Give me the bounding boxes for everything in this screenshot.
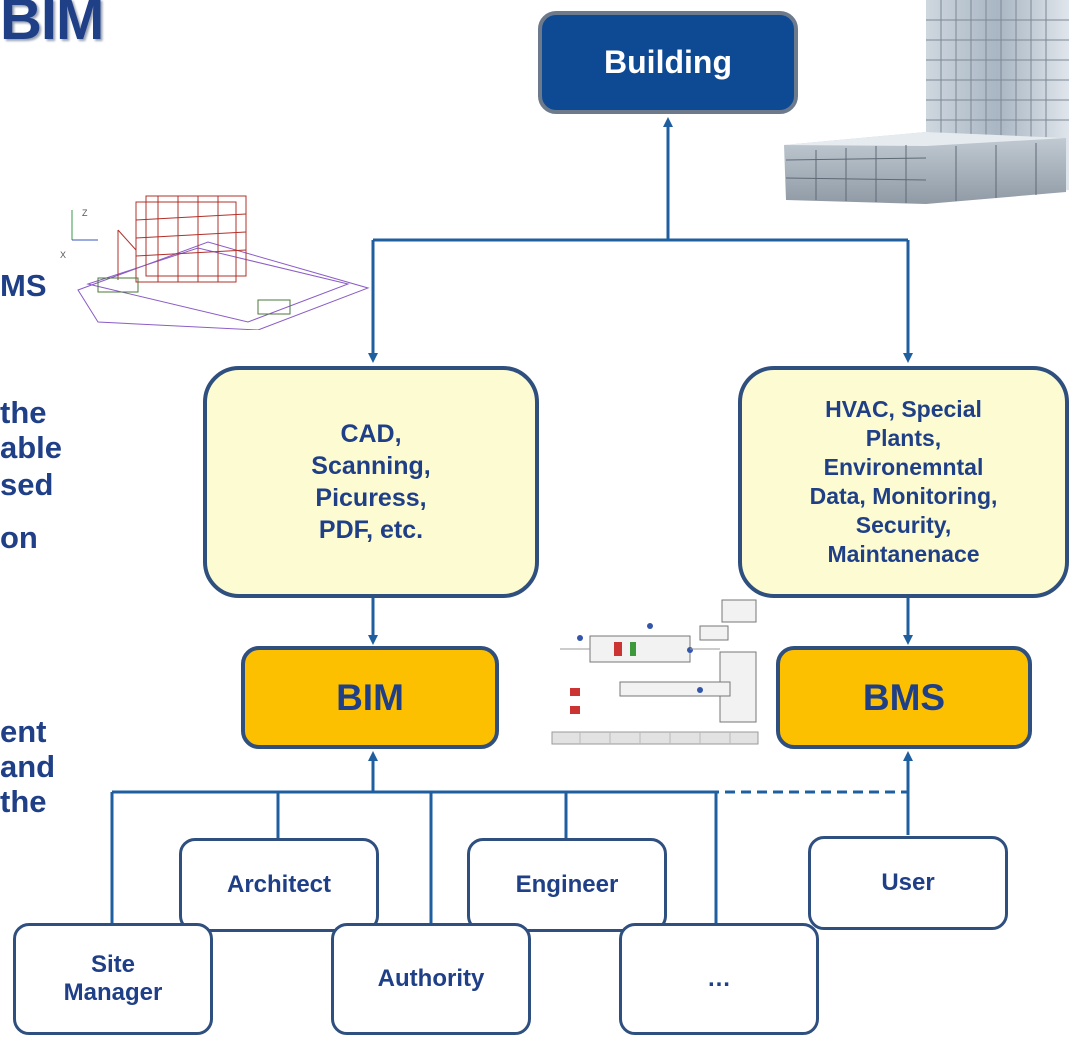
side-text-line-3: able bbox=[0, 430, 63, 465]
architect-label: Architect bbox=[226, 871, 332, 898]
engineer-label: Engineer bbox=[515, 871, 619, 898]
building-photo bbox=[776, 0, 1069, 206]
ellipsis-node: … bbox=[619, 923, 819, 1035]
hvac-line-1: HVAC, Special bbox=[825, 396, 982, 422]
cad-wireframe-image: Z X bbox=[58, 180, 376, 331]
svg-text:Z: Z bbox=[82, 208, 88, 218]
site-manager-text: Site Manager bbox=[64, 951, 163, 1007]
building-label: Building bbox=[604, 44, 732, 80]
side-text-line-1: MS bbox=[0, 268, 47, 303]
cad-line-3: Picuress, bbox=[315, 484, 427, 512]
slide-title-fragment: BIM bbox=[0, 0, 104, 52]
bms-screen-image bbox=[550, 596, 760, 746]
hvac-line-5: Security, bbox=[855, 512, 952, 538]
site-manager-node: Site Manager bbox=[13, 923, 213, 1035]
user-label: User bbox=[881, 869, 935, 896]
hvac-line-4: Data, Monitoring, bbox=[809, 483, 998, 509]
authority-label: Authority bbox=[377, 965, 485, 992]
svg-text:X: X bbox=[60, 250, 66, 260]
bms-node: BMS bbox=[776, 646, 1032, 749]
engineer-node: Engineer bbox=[467, 838, 667, 932]
hvac-node: HVAC, Special Plants, Environemntal Data… bbox=[738, 366, 1069, 598]
cad-text: CAD, Scanning, Picuress, PDF, etc. bbox=[311, 418, 430, 546]
side-text-line-6: ent bbox=[0, 714, 47, 749]
authority-node: Authority bbox=[331, 923, 531, 1035]
side-text-line-5: on bbox=[0, 520, 38, 555]
hvac-text: HVAC, Special Plants, Environemntal Data… bbox=[810, 395, 998, 569]
side-text-line-7: and bbox=[0, 749, 56, 784]
cad-node: CAD, Scanning, Picuress, PDF, etc. bbox=[203, 366, 539, 598]
bms-label: BMS bbox=[862, 676, 946, 718]
user-node: User bbox=[808, 836, 1008, 930]
cad-line-2: Scanning, bbox=[311, 452, 431, 480]
bms-screen-illustration bbox=[550, 596, 760, 746]
cad-wireframe-illustration: Z X bbox=[60, 195, 370, 331]
cad-line-4: PDF, etc. bbox=[318, 516, 424, 544]
side-text-line-4: sed bbox=[0, 467, 54, 502]
site-manager-line-1: Site bbox=[90, 951, 135, 978]
building-node: Building bbox=[538, 11, 798, 114]
side-text-line-8: the bbox=[0, 784, 47, 819]
side-text-line-2: the bbox=[0, 395, 47, 430]
site-manager-line-2: Manager bbox=[63, 979, 163, 1006]
bim-node: BIM bbox=[241, 646, 499, 749]
architect-node: Architect bbox=[179, 838, 379, 932]
hvac-line-2: Plants, bbox=[865, 425, 942, 451]
cad-line-1: CAD, bbox=[340, 420, 402, 448]
ellipsis-label: … bbox=[707, 965, 731, 992]
building-illustration bbox=[784, 0, 1069, 204]
bim-label: BIM bbox=[336, 676, 404, 718]
hvac-line-6: Maintanenace bbox=[827, 541, 980, 567]
hvac-line-3: Environemntal bbox=[823, 454, 984, 480]
